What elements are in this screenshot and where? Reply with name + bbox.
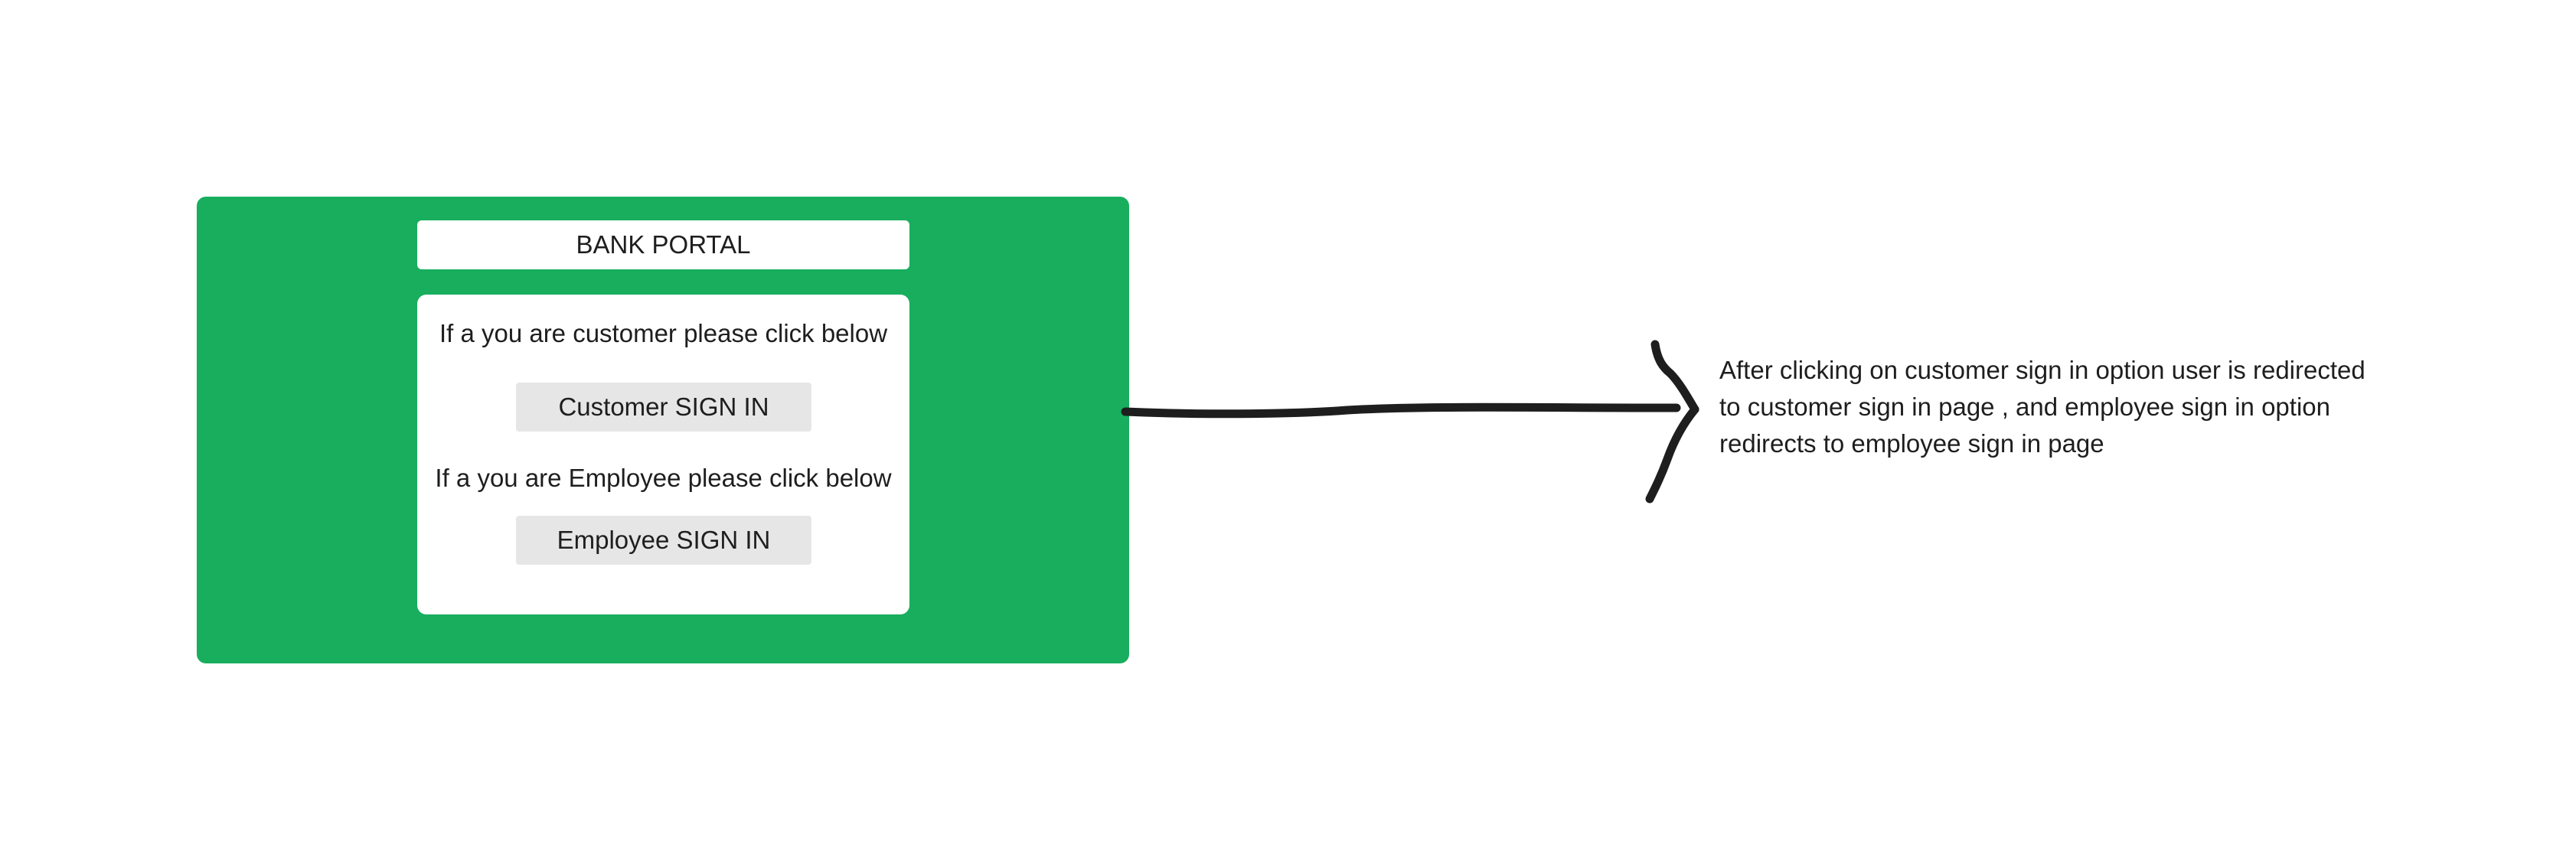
employee-sign-in-button[interactable]: Employee SIGN IN xyxy=(516,516,811,565)
customer-sign-in-label: Customer SIGN IN xyxy=(558,393,769,421)
annotation-line: redirects to employee sign in page xyxy=(1719,429,2104,458)
employee-prompt: If a you are Employee please click below xyxy=(435,464,892,492)
employee-sign-in-label: Employee SIGN IN xyxy=(557,526,771,554)
arrow-head-lower xyxy=(1645,405,1699,503)
annotation-line: to customer sign in page , and employee … xyxy=(1719,393,2330,421)
arrow-shaft xyxy=(1121,402,1681,419)
customer-sign-in-button[interactable]: Customer SIGN IN xyxy=(516,383,811,432)
annotation-line: After clicking on customer sign in optio… xyxy=(1719,356,2365,384)
page-title: BANK PORTAL xyxy=(417,220,909,269)
customer-prompt: If a you are customer please click below xyxy=(439,319,888,347)
annotation-note: After clicking on customer sign in optio… xyxy=(1719,352,2424,462)
sign-in-card: If a you are customer please click below… xyxy=(417,295,909,614)
arrow-head-upper xyxy=(1650,340,1699,414)
page-title-text: BANK PORTAL xyxy=(576,230,751,259)
